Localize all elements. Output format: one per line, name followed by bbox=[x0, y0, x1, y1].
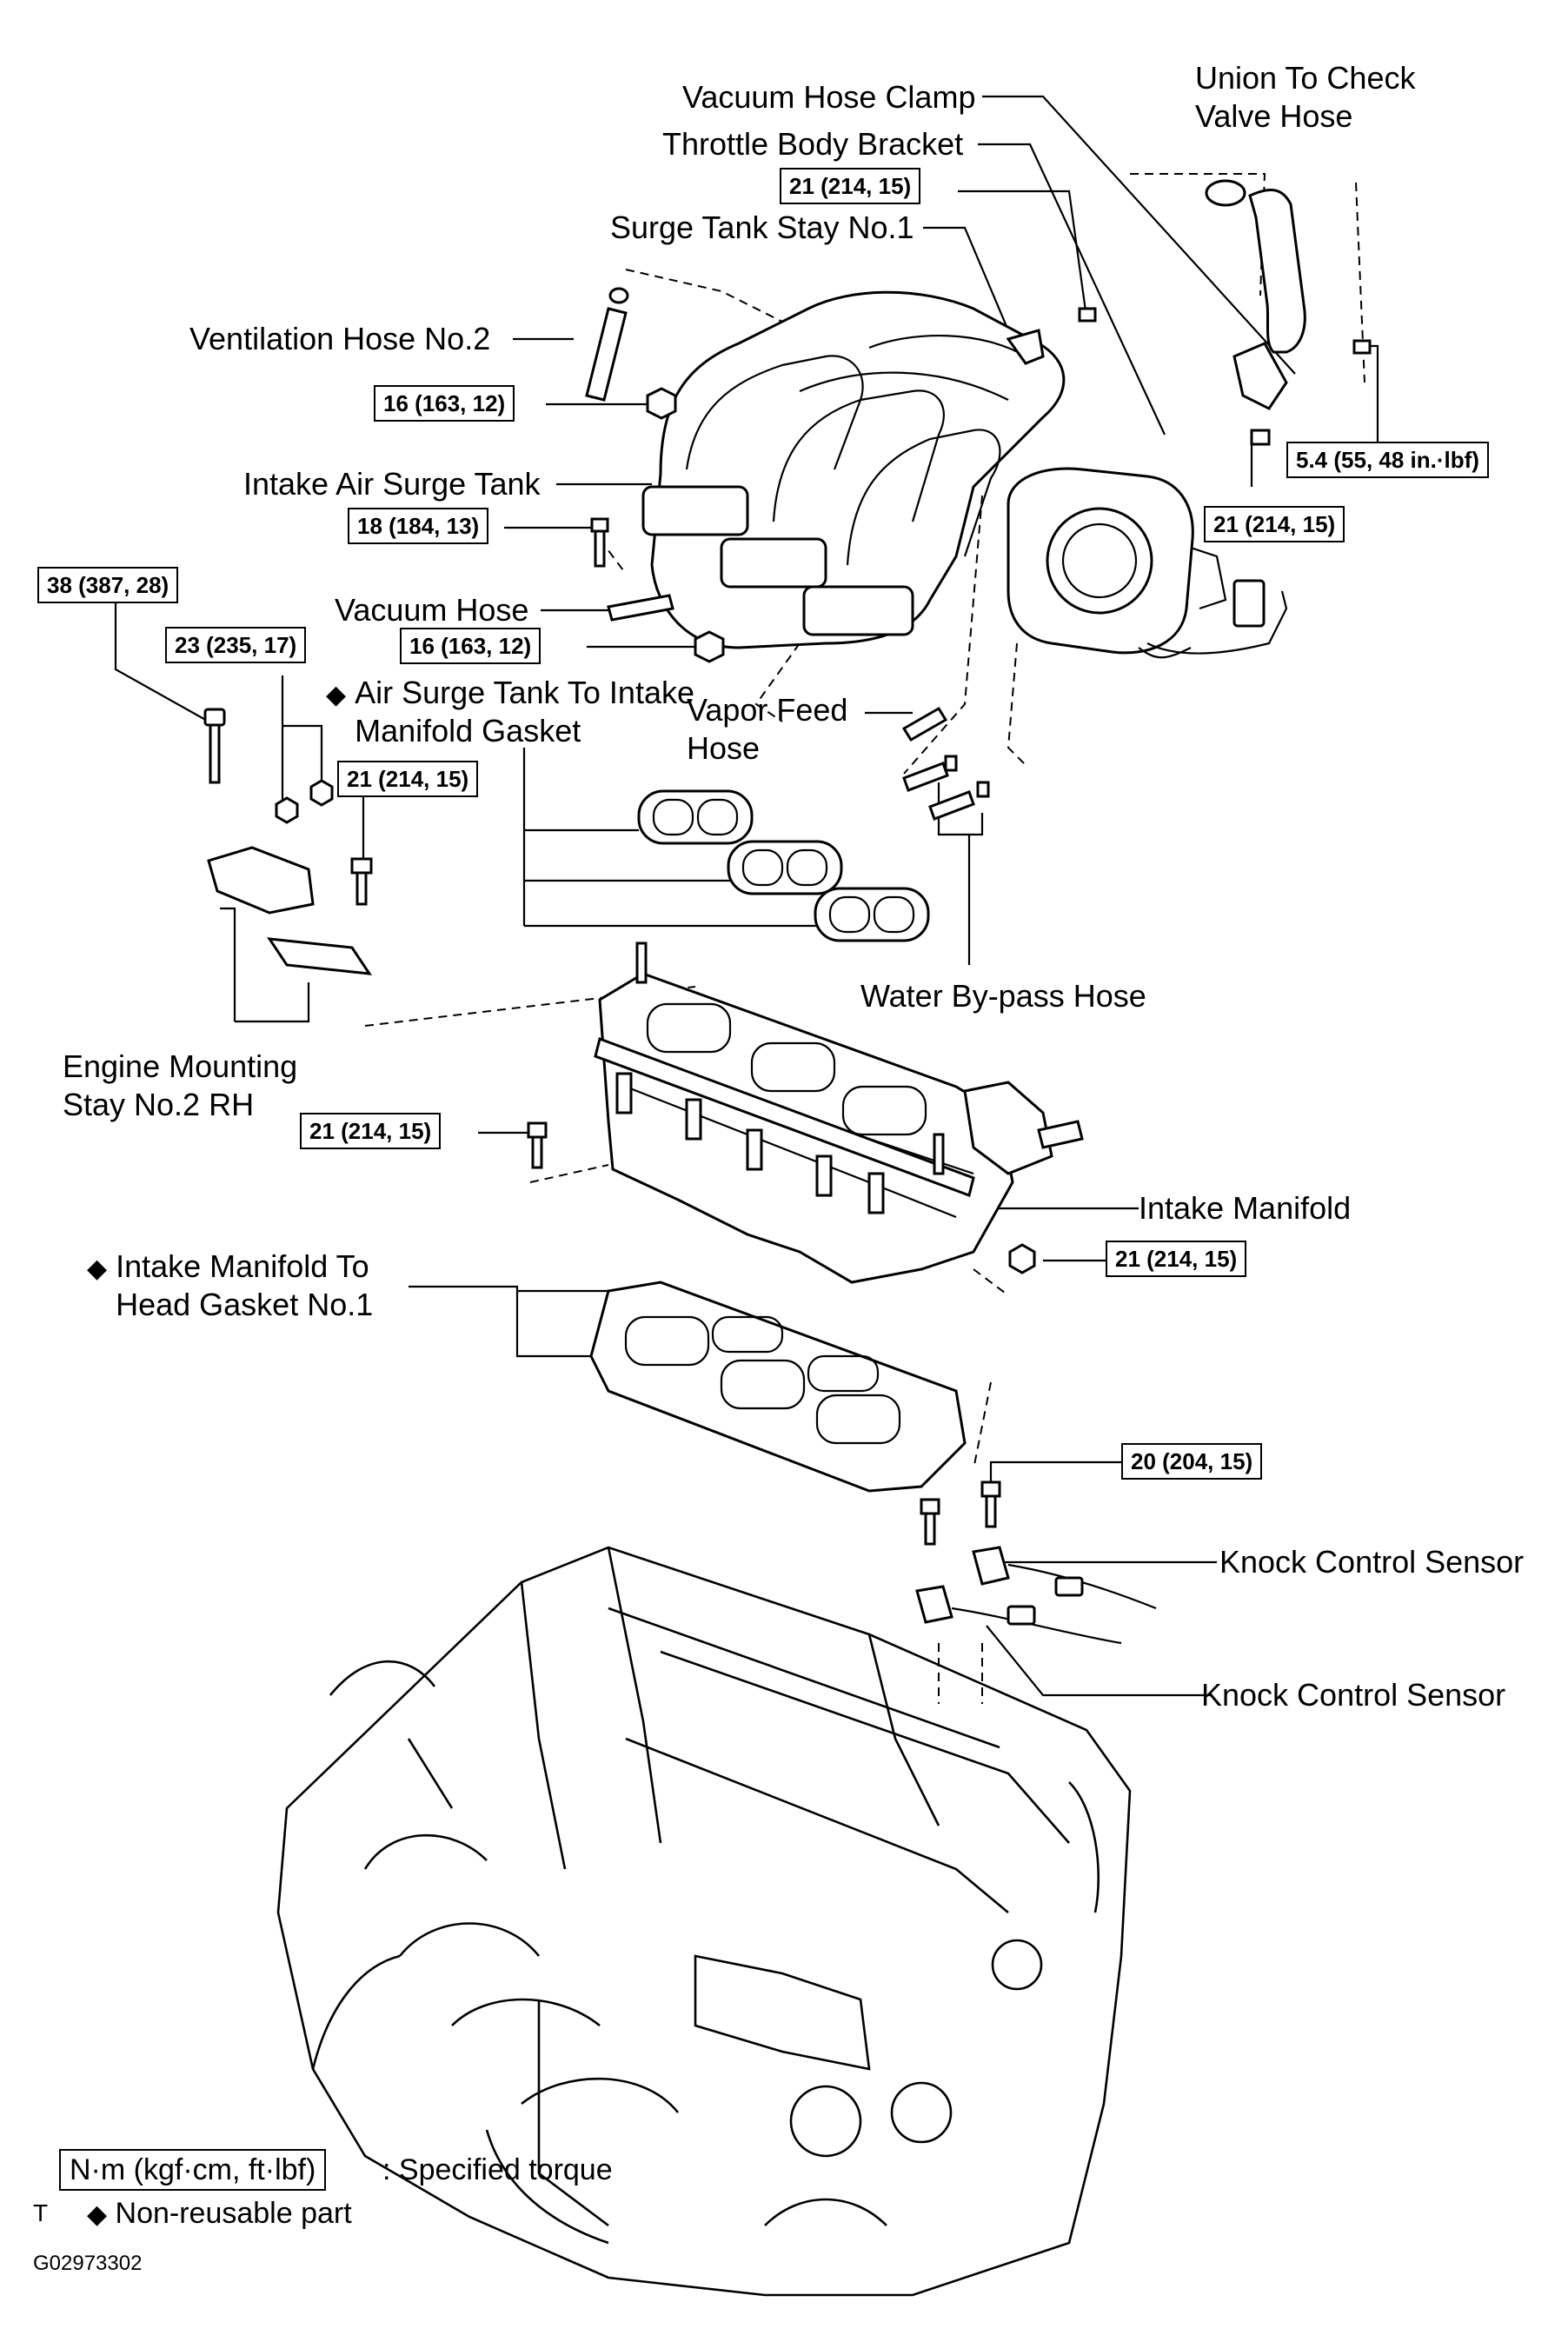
legend-torque-unit-box: N·m (kgf·cm, ft·lbf) bbox=[59, 2149, 327, 2191]
legend-specified-torque: : Specified torque bbox=[382, 2153, 613, 2186]
water-bypass-hoses bbox=[902, 755, 990, 821]
label-vacuum-hose-clamp: Vacuum Hose Clamp bbox=[682, 79, 976, 115]
mounting-stay bbox=[203, 708, 373, 975]
label-intake-manifold-gasket: ◆ Intake Manifold To Head Gasket No.1 bbox=[87, 1248, 374, 1322]
nonreusable-diamond-icon: ◆ bbox=[87, 1254, 108, 1283]
label-union-to-check-valve-hose: Union To Check Valve Hose bbox=[1195, 60, 1416, 134]
figure-id: G02973302 bbox=[33, 2252, 143, 2275]
torque-knock-sensor: 20 (204, 15) bbox=[1121, 1443, 1263, 1480]
torque-check-valve: 5.4 (55, 48 in.·lbf) bbox=[1286, 442, 1489, 478]
torque-stay-21: 21 (214, 15) bbox=[337, 761, 479, 797]
label-knock-control-sensor-2: Knock Control Sensor bbox=[1201, 1677, 1506, 1713]
label-ventilation-hose: Ventilation Hose No.2 bbox=[189, 321, 491, 356]
torque-throttle-side: 21 (214, 15) bbox=[1204, 506, 1345, 542]
surge-tank-gaskets bbox=[637, 789, 930, 942]
label-surge-tank-stay: Surge Tank Stay No.1 bbox=[610, 210, 914, 245]
nonreusable-diamond-icon: ◆ bbox=[326, 681, 347, 709]
torque-stay-38: 38 (387, 28) bbox=[37, 567, 179, 603]
label-water-bypass-hose: Water By-pass Hose bbox=[860, 978, 1146, 1014]
label-vapor-feed-hose: Vapor Feed Hose bbox=[687, 692, 848, 766]
label-engine-mounting-stay: Engine Mounting Stay No.2 RH bbox=[63, 1048, 298, 1122]
torque-manifold-left: 21 (214, 15) bbox=[300, 1113, 442, 1149]
label-intake-manifold: Intake Manifold bbox=[1139, 1190, 1352, 1226]
torque-surge-18: 18 (184, 13) bbox=[348, 508, 489, 544]
label-knock-control-sensor-1: Knock Control Sensor bbox=[1219, 1544, 1525, 1580]
label-intake-air-surge-tank: Intake Air Surge Tank bbox=[243, 466, 541, 502]
torque-surge-16-upper: 16 (163, 12) bbox=[374, 385, 515, 422]
label-air-surge-tank-gasket: ◆ Air Surge Tank To Intake Manifold Gask… bbox=[326, 675, 694, 749]
legend-t-mark: T bbox=[33, 2199, 49, 2226]
engine-block-illustration bbox=[276, 1546, 1132, 2297]
head-gasket-illustration bbox=[589, 1281, 967, 1493]
torque-manifold-right: 21 (214, 15) bbox=[1106, 1241, 1247, 1277]
torque-throttle-top: 21 (214, 15) bbox=[780, 168, 921, 204]
label-throttle-body-bracket: Throttle Body Bracket bbox=[662, 126, 964, 162]
nonreusable-diamond-icon: ◆ bbox=[87, 2200, 108, 2229]
knock-sensors-illustration bbox=[915, 1480, 1157, 1645]
hardware-top bbox=[585, 179, 1372, 742]
intake-manifold-illustration bbox=[527, 941, 1084, 1284]
surge-tank-illustration bbox=[641, 290, 1288, 659]
label-vacuum-hose: Vacuum Hose bbox=[335, 592, 529, 628]
torque-surge-16-lower: 16 (163, 12) bbox=[400, 628, 541, 664]
torque-stay-23: 23 (235, 17) bbox=[165, 627, 307, 663]
legend-nonreusable: ◆ Non-reusable part bbox=[87, 2197, 352, 2230]
